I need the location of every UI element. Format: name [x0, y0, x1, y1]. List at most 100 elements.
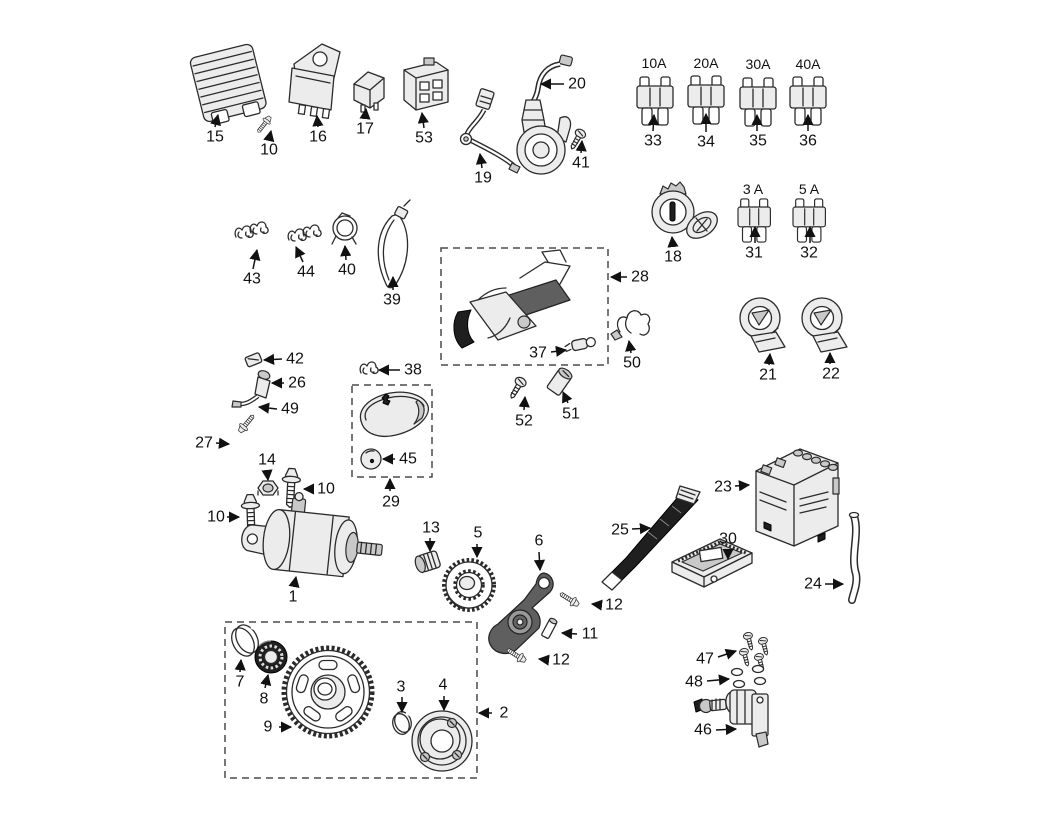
part-39-cable-tie-illustration: [377, 199, 411, 289]
part-number-45: 45: [399, 451, 417, 468]
part-number-12: 12: [552, 652, 570, 669]
part-number-33: 33: [644, 133, 662, 150]
part-number-15: 15: [206, 129, 224, 146]
part-27-bolt-illustration: [235, 411, 258, 436]
callout-arrow-33: [647, 113, 659, 132]
fuse-rating-10A: 10A: [642, 55, 668, 71]
group-box-2: [224, 621, 478, 779]
part-15-voltage-regulator-illustration: [189, 43, 267, 125]
part-number-3: 3: [397, 679, 406, 696]
part-31-fuse-3a-illustration: [737, 198, 771, 243]
part-number-25: 25: [611, 522, 629, 539]
callout-arrow-27: [215, 437, 231, 449]
part-number-44: 44: [297, 264, 315, 281]
part-number-52: 52: [515, 413, 533, 430]
part-35-fuse-30a-illustration: [739, 77, 777, 127]
part-number-42: 42: [286, 351, 304, 368]
group-box-29: [351, 384, 433, 478]
callout-arrow-23: [734, 480, 751, 492]
callout-arrow-51: [562, 390, 573, 404]
part-29-cover-illustration: [359, 391, 429, 438]
callout-arrow-1: [288, 575, 300, 589]
part-20-ignition-coil-illustration: [516, 54, 573, 175]
part-number-46: 46: [694, 722, 712, 739]
callout-arrow-6: [533, 551, 546, 572]
part-number-19: 19: [474, 170, 492, 187]
group-box-28: [440, 247, 609, 366]
part-23-battery-illustration: [755, 448, 840, 547]
part-11-pin-illustration: [541, 617, 558, 639]
callout-arrow-17: [359, 107, 371, 120]
part-24-breather-tube-illustration: [848, 511, 861, 604]
part-25-strap-illustration: [601, 485, 701, 591]
part-number-50: 50: [623, 355, 641, 372]
callout-arrow-48: [706, 674, 731, 686]
part-number-12: 12: [605, 597, 623, 614]
part-number-22: 22: [822, 366, 840, 383]
part-number-17: 17: [356, 121, 374, 138]
fuse-rating-5A: 5 A: [799, 181, 820, 197]
part-42-clip-illustration: [244, 352, 263, 368]
part-30-battery-tray-illustration: [671, 538, 753, 588]
part-number-6: 6: [535, 533, 544, 550]
part-number-8: 8: [260, 691, 269, 708]
part-number-48: 48: [685, 674, 703, 691]
part-48-washers-illustration: [730, 664, 767, 689]
fuse-rating-30A: 30A: [746, 56, 772, 72]
part-number-18: 18: [664, 249, 682, 266]
part-number-39: 39: [383, 292, 401, 309]
part-number-20: 20: [568, 76, 586, 93]
callout-arrow-12: [590, 599, 603, 611]
part-41-screw-illustration: [566, 126, 588, 153]
part-53-fuse-box-illustration: [403, 57, 449, 111]
part-22-bulb-socket-illustration: [801, 297, 848, 353]
callout-arrow-25: [631, 522, 652, 535]
part-43-wire-clips-illustration: [234, 221, 269, 239]
callout-arrow-43: [249, 248, 261, 270]
part-number-38: 38: [404, 362, 422, 379]
part-number-29: 29: [382, 494, 400, 511]
callout-arrow-10: [263, 129, 275, 143]
part-number-31: 31: [745, 245, 763, 262]
callout-arrow-7: [234, 658, 246, 673]
part-number-11: 11: [582, 626, 599, 643]
callout-arrow-52: [518, 395, 530, 411]
part-number-47: 47: [696, 651, 714, 668]
part-number-16: 16: [309, 129, 327, 146]
part-number-35: 35: [749, 133, 767, 150]
callout-arrow-11: [560, 628, 578, 640]
callout-arrow-40: [340, 244, 352, 261]
part-21-bulb-socket-illustration: [739, 297, 786, 353]
part-26-sensor-lead-illustration: [231, 370, 271, 408]
part-number-40: 40: [338, 262, 356, 279]
part-number-36: 36: [799, 133, 817, 150]
part-number-23: 23: [714, 479, 732, 496]
fuse-rating-3A: 3 A: [743, 181, 764, 197]
part-number-21: 21: [759, 367, 777, 384]
part-number-49: 49: [281, 401, 299, 418]
group-box-layer: [224, 247, 609, 779]
callout-arrow-49: [257, 402, 278, 414]
part-33-fuse-10a-illustration: [636, 76, 674, 126]
fuse-rating-20A: 20A: [694, 55, 720, 71]
callout-arrow-15: [210, 113, 222, 128]
part-45-grommet-illustration: [360, 448, 382, 470]
part-number-34: 34: [697, 134, 715, 151]
part-7-circlip-illustration: [231, 624, 259, 657]
part-16-starter-relay-illustration: [288, 43, 341, 120]
part-32-fuse-5a-illustration: [792, 198, 826, 243]
part-6-bracket-arm-illustration: [488, 572, 554, 655]
part-44-wire-clips-illustration: [287, 224, 322, 242]
part-number-14: 14: [258, 452, 276, 469]
callout-arrow-50: [625, 339, 637, 354]
part-number-5: 5: [474, 525, 483, 542]
part-18-ignition-switch-illustration: [651, 181, 718, 239]
part-number-53: 53: [415, 130, 433, 147]
callout-arrow-18: [667, 235, 679, 248]
part-number-10: 10: [207, 509, 225, 526]
callout-arrow-16: [312, 114, 324, 128]
callout-arrow-44: [295, 245, 306, 263]
callout-arrow-47: [717, 648, 738, 660]
part-51-plug-illustration: [546, 367, 573, 396]
